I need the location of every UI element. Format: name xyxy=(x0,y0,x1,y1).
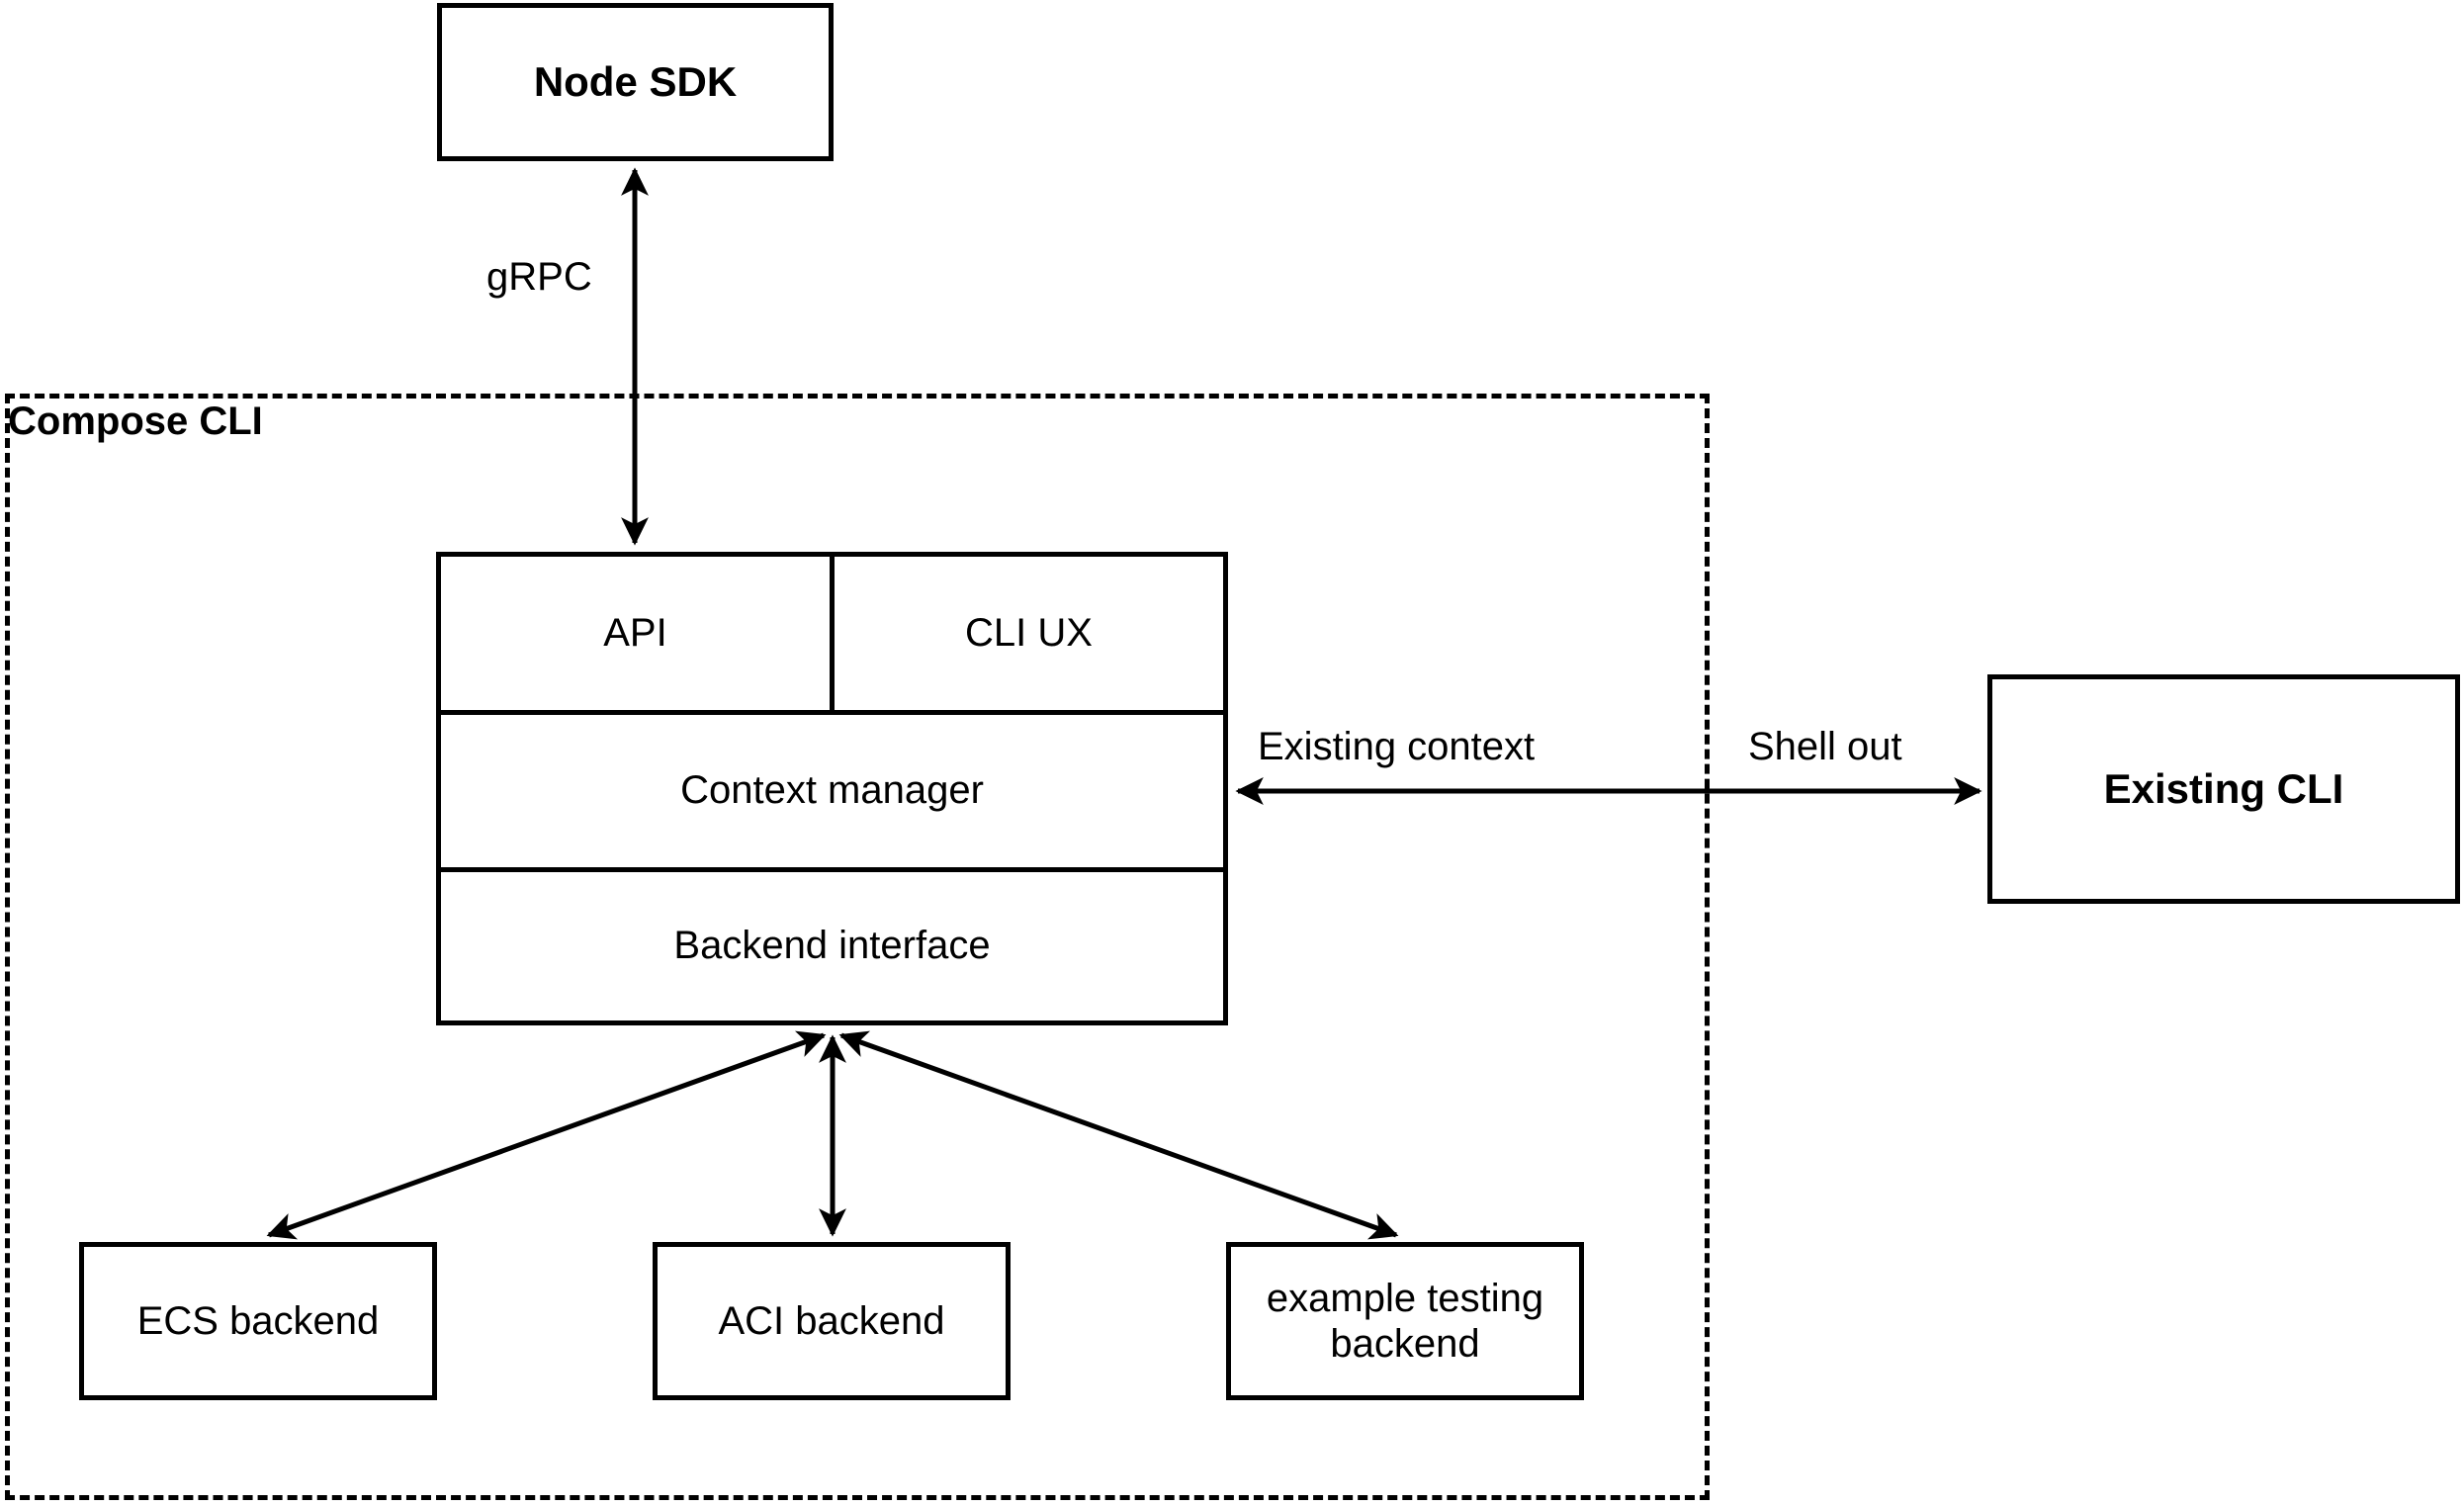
backend-aci-label: ACI backend xyxy=(718,1299,945,1343)
backend-ecs-label: ECS backend xyxy=(136,1299,380,1343)
core-cell-api: API xyxy=(441,557,835,711)
core-row-api-cliux: API CLI UX xyxy=(441,557,1223,716)
context-manager-label: Context manager xyxy=(680,768,984,813)
backend-box-aci: ACI backend xyxy=(653,1242,1011,1400)
node-sdk-box: Node SDK xyxy=(437,3,834,161)
cli-ux-label: CLI UX xyxy=(965,611,1093,656)
edge-label-grpc: gRPC xyxy=(486,255,592,299)
backend-box-example-testing: example testing backend xyxy=(1226,1242,1584,1400)
core-row-backend-interface: Backend interface xyxy=(441,871,1223,1020)
core-component-stack: API CLI UX Context manager Backend inter… xyxy=(436,552,1228,1025)
backend-interface-label: Backend interface xyxy=(673,924,991,968)
core-cell-cli-ux: CLI UX xyxy=(835,557,1223,710)
compose-cli-group-label: Compose CLI xyxy=(8,399,263,443)
api-label: API xyxy=(603,611,667,656)
backend-box-ecs: ECS backend xyxy=(79,1242,437,1400)
core-row-context-manager: Context manager xyxy=(441,715,1223,872)
backend-example-label: example testing backend xyxy=(1266,1277,1544,1366)
existing-cli-label: Existing CLI xyxy=(2103,764,2344,812)
edge-label-shell-out: Shell out xyxy=(1748,725,1902,768)
edge-label-existing-context: Existing context xyxy=(1258,725,1536,768)
existing-cli-box: Existing CLI xyxy=(1987,674,2460,904)
node-sdk-label: Node SDK xyxy=(533,57,738,105)
compose-cli-group-border xyxy=(5,394,1710,1500)
